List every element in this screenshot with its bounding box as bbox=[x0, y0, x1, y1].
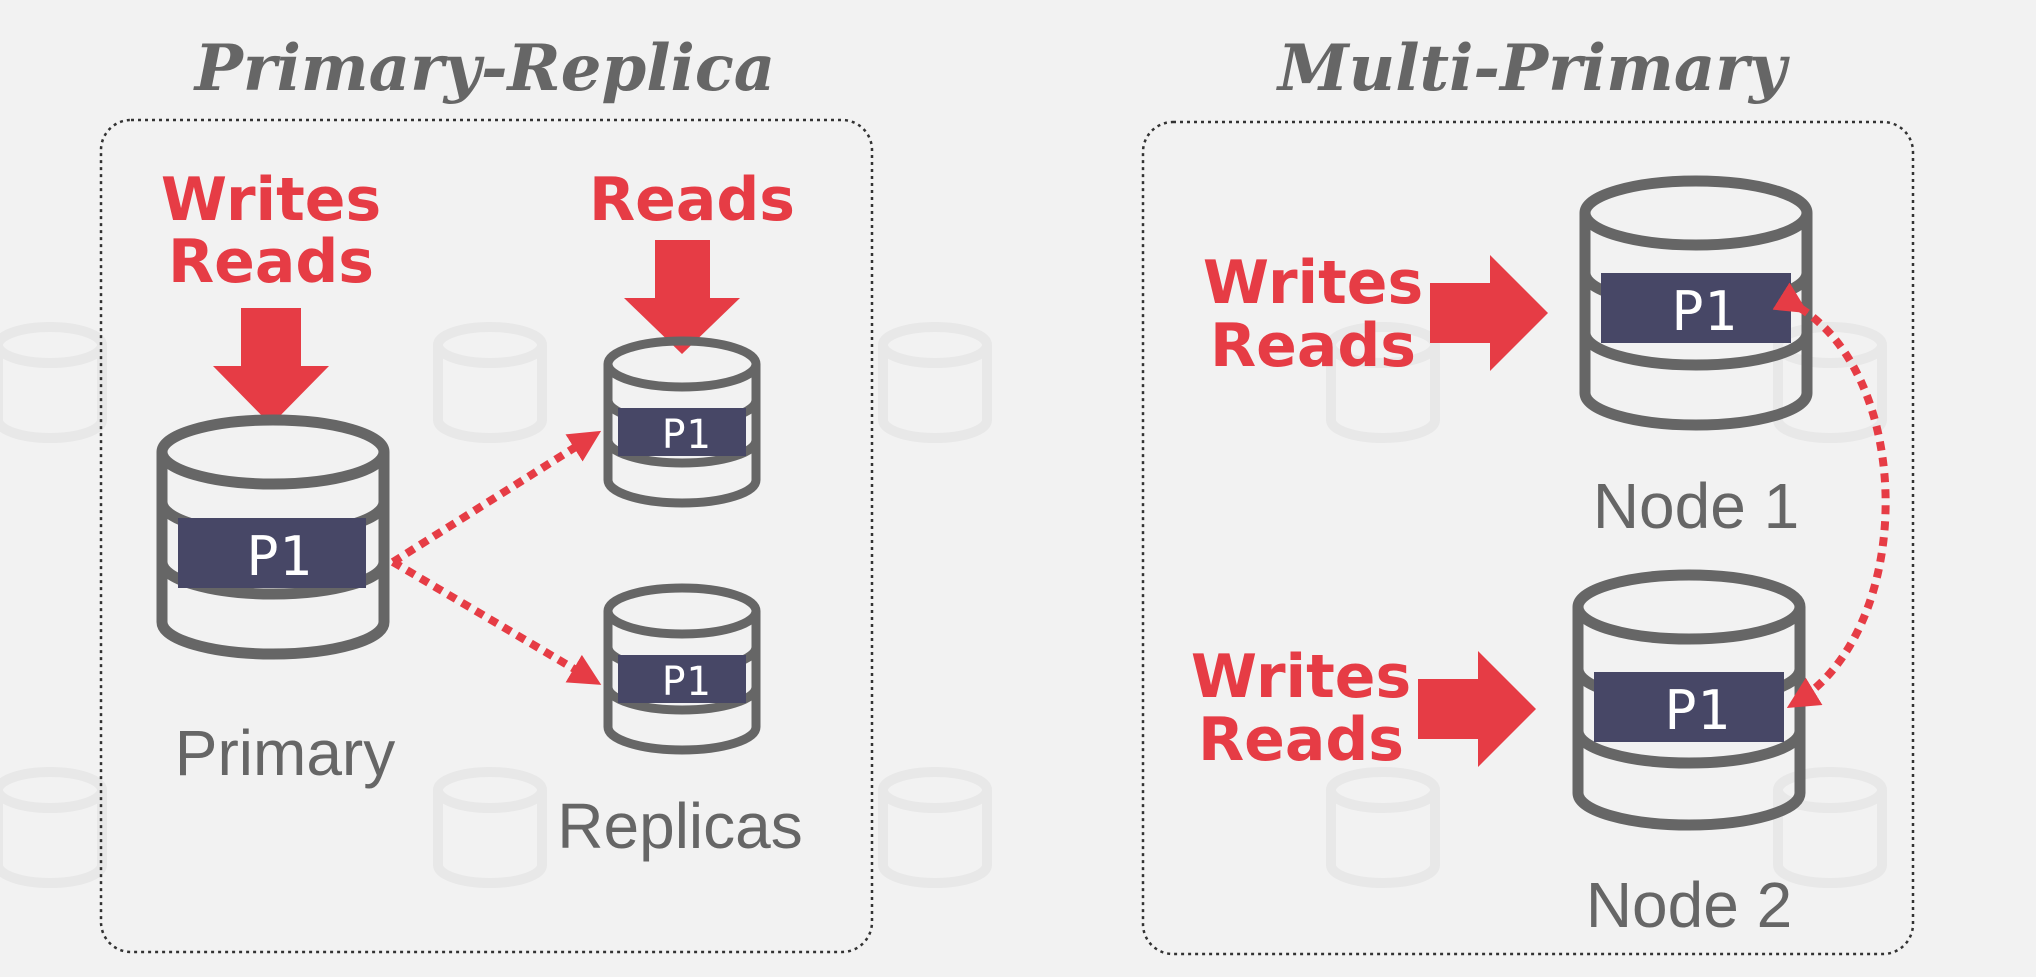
left-panel-box bbox=[99, 118, 874, 954]
node1-partition: P1 bbox=[1601, 273, 1791, 343]
replicas-caption: Replicas bbox=[557, 790, 802, 862]
dotted-arrow-icon bbox=[390, 558, 602, 685]
dotted-arrow-icon bbox=[1772, 282, 1890, 709]
replica-1-partition: P1 bbox=[618, 408, 746, 458]
right-panel-title: Multi-Primary bbox=[1276, 31, 1790, 106]
primary-caption: Primary bbox=[175, 717, 395, 789]
replica-2-partition: P1 bbox=[618, 655, 746, 705]
replica-database-icon bbox=[603, 583, 761, 755]
arrow-right-icon bbox=[1418, 651, 1536, 767]
replica-2-partition-label: P1 bbox=[662, 659, 710, 705]
node1-writes-label: Writes bbox=[1203, 248, 1423, 318]
node1-caption: Node 1 bbox=[1593, 470, 1799, 542]
replica-reads-label: Reads bbox=[589, 165, 795, 235]
primary-reads-label: Reads bbox=[168, 227, 374, 297]
node2-partition-label: P1 bbox=[1664, 679, 1729, 742]
arrow-down-icon bbox=[624, 240, 740, 354]
node2-writes-label: Writes bbox=[1191, 642, 1411, 712]
node1-partition-label: P1 bbox=[1671, 280, 1736, 343]
node1-reads-label: Reads bbox=[1210, 311, 1416, 381]
left-panel-title: Primary-Replica bbox=[193, 31, 776, 106]
right-panel-box bbox=[1141, 120, 1915, 956]
primary-writes-label: Writes bbox=[161, 165, 381, 235]
primary-partition-label: P1 bbox=[246, 525, 311, 588]
dotted-arrow-icon bbox=[390, 430, 602, 566]
node2-reads-label: Reads bbox=[1198, 705, 1404, 775]
arrow-down-icon bbox=[213, 308, 329, 425]
replica-1-partition-label: P1 bbox=[662, 412, 710, 458]
node2-partition: P1 bbox=[1594, 672, 1784, 742]
arrow-right-icon bbox=[1430, 255, 1548, 371]
node2-caption: Node 2 bbox=[1586, 869, 1792, 941]
primary-partition: P1 bbox=[178, 518, 366, 588]
